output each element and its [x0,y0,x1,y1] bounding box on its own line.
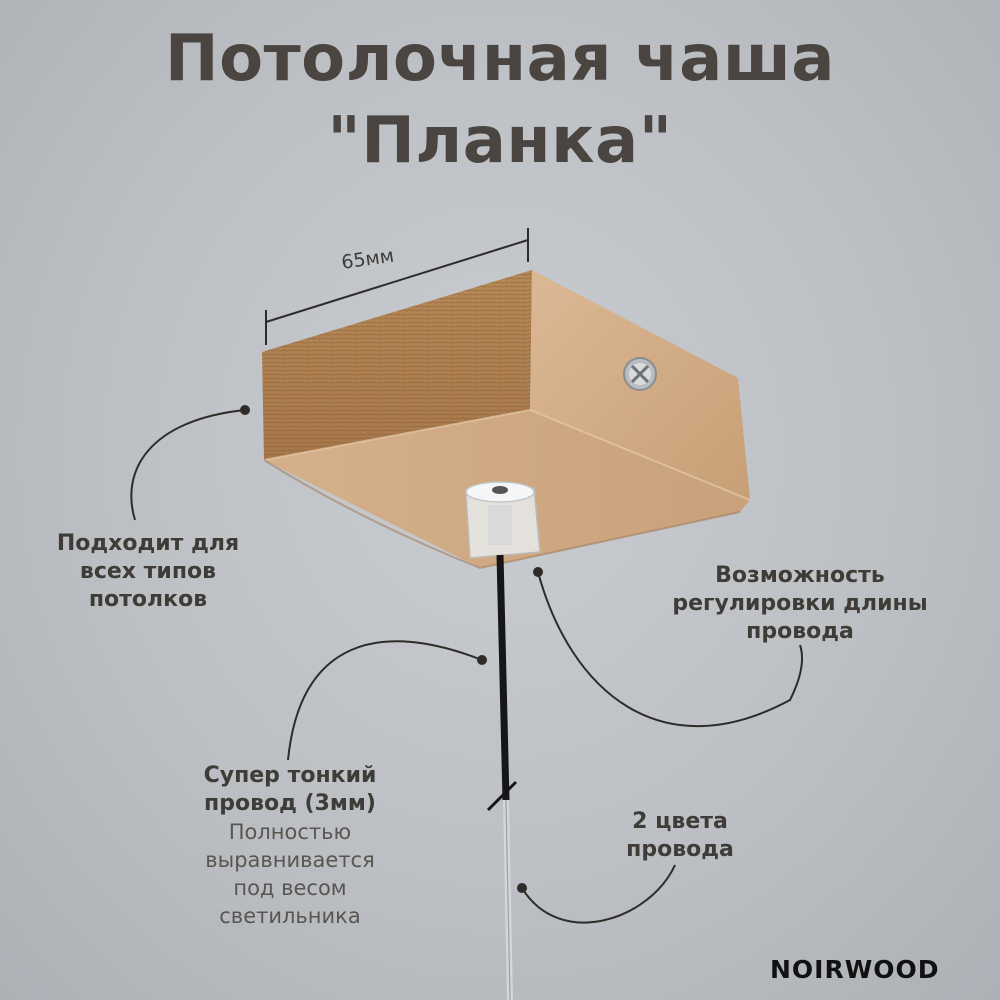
callout-ceilings [130,409,246,521]
callout-wire [287,640,483,761]
callout-colors [521,864,676,924]
label-ceilings: Подходит для всех типов потолков [56,531,240,612]
label-colors: 2 цвета провода [626,809,734,862]
cable-clamp [465,481,541,559]
cable-break-mark [486,780,518,812]
page-title: Потолочная чаша "Планка" [0,18,1000,182]
cable-black-segment [496,554,510,801]
title-line-2: "Планка" [327,104,673,178]
callout-adjust [537,571,803,728]
callout-dots [240,405,543,893]
brand-logo: NOIRWOOD [770,955,940,984]
cup-front-grain [262,270,532,460]
cable [486,554,518,1000]
screw-icon [623,357,657,391]
title-line-1: Потолочная чаша [165,22,835,96]
ceiling-cup [262,270,751,570]
label-wire: Супер тонкий провод (3мм) Полностью выра… [203,763,377,928]
dimension-line [265,228,529,345]
callout-lines [130,409,803,924]
label-adjust: Возможность регулировки длины провода [672,563,928,644]
